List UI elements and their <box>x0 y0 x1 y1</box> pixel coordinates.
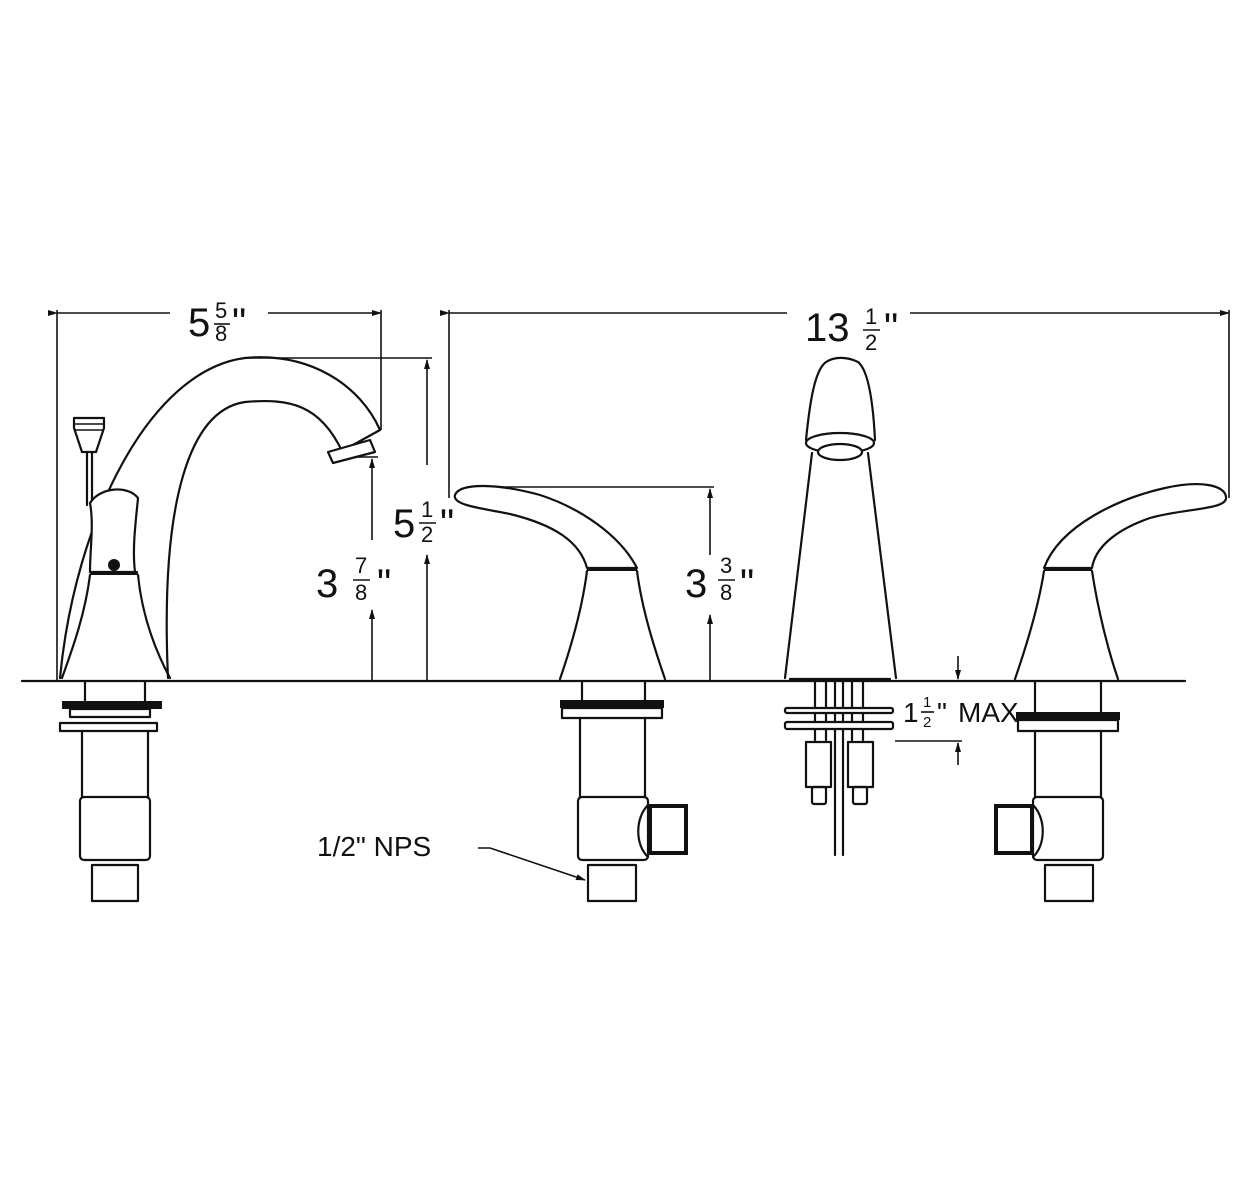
svg-text:8: 8 <box>355 580 367 605</box>
svg-text:": " <box>377 562 391 606</box>
svg-text:1: 1 <box>923 694 931 711</box>
svg-text:": " <box>440 502 454 546</box>
svg-text:": " <box>232 301 246 345</box>
dim-deck-thickness: 1 1 2 " MAX <box>903 694 1019 731</box>
svg-text:MAX: MAX <box>958 697 1019 728</box>
nps-callout: 1/2" NPS <box>317 831 586 881</box>
svg-text:": " <box>740 562 754 606</box>
svg-text:3: 3 <box>685 562 707 606</box>
svg-text:7: 7 <box>355 553 367 578</box>
svg-text:1: 1 <box>903 697 919 728</box>
svg-text:1: 1 <box>865 304 877 329</box>
svg-text:": " <box>884 306 898 350</box>
svg-text:2: 2 <box>421 522 433 547</box>
svg-text:3: 3 <box>720 553 732 578</box>
svg-text:2: 2 <box>923 714 931 731</box>
handle-screw <box>108 559 120 571</box>
svg-text:": " <box>937 697 947 728</box>
lift-rod-knob <box>72 416 106 507</box>
aerator <box>326 438 377 465</box>
side-view: 5 5 8 " 5 1 2 " 3 7 8 " <box>48 298 454 903</box>
svg-text:1/2" NPS: 1/2" NPS <box>317 831 431 862</box>
center-spout <box>783 356 898 857</box>
right-handle <box>994 483 1228 903</box>
side-shank <box>58 679 162 903</box>
svg-text:5: 5 <box>393 502 415 546</box>
side-handle <box>88 488 140 574</box>
left-handle <box>453 484 688 903</box>
svg-text:1: 1 <box>421 497 433 522</box>
svg-text:2: 2 <box>865 330 877 355</box>
svg-text:5: 5 <box>188 301 210 345</box>
svg-text:8: 8 <box>720 580 732 605</box>
dim-side-total-height: 5 1 2 " <box>393 497 454 547</box>
svg-text:3: 3 <box>316 562 338 606</box>
svg-text:5: 5 <box>215 298 227 323</box>
dim-side-width: 5 5 8 " <box>188 298 246 346</box>
spout-arc <box>58 356 382 680</box>
svg-text:13: 13 <box>805 306 850 350</box>
dim-overall-width: 13 1 2 " <box>805 304 898 355</box>
dim-handle-height: 3 3 8 " <box>685 553 754 606</box>
svg-text:8: 8 <box>215 321 227 346</box>
dim-spout-outlet-height: 3 7 8 " <box>316 553 391 606</box>
front-view: 13 1 2 " 3 3 8 " <box>440 304 1230 903</box>
